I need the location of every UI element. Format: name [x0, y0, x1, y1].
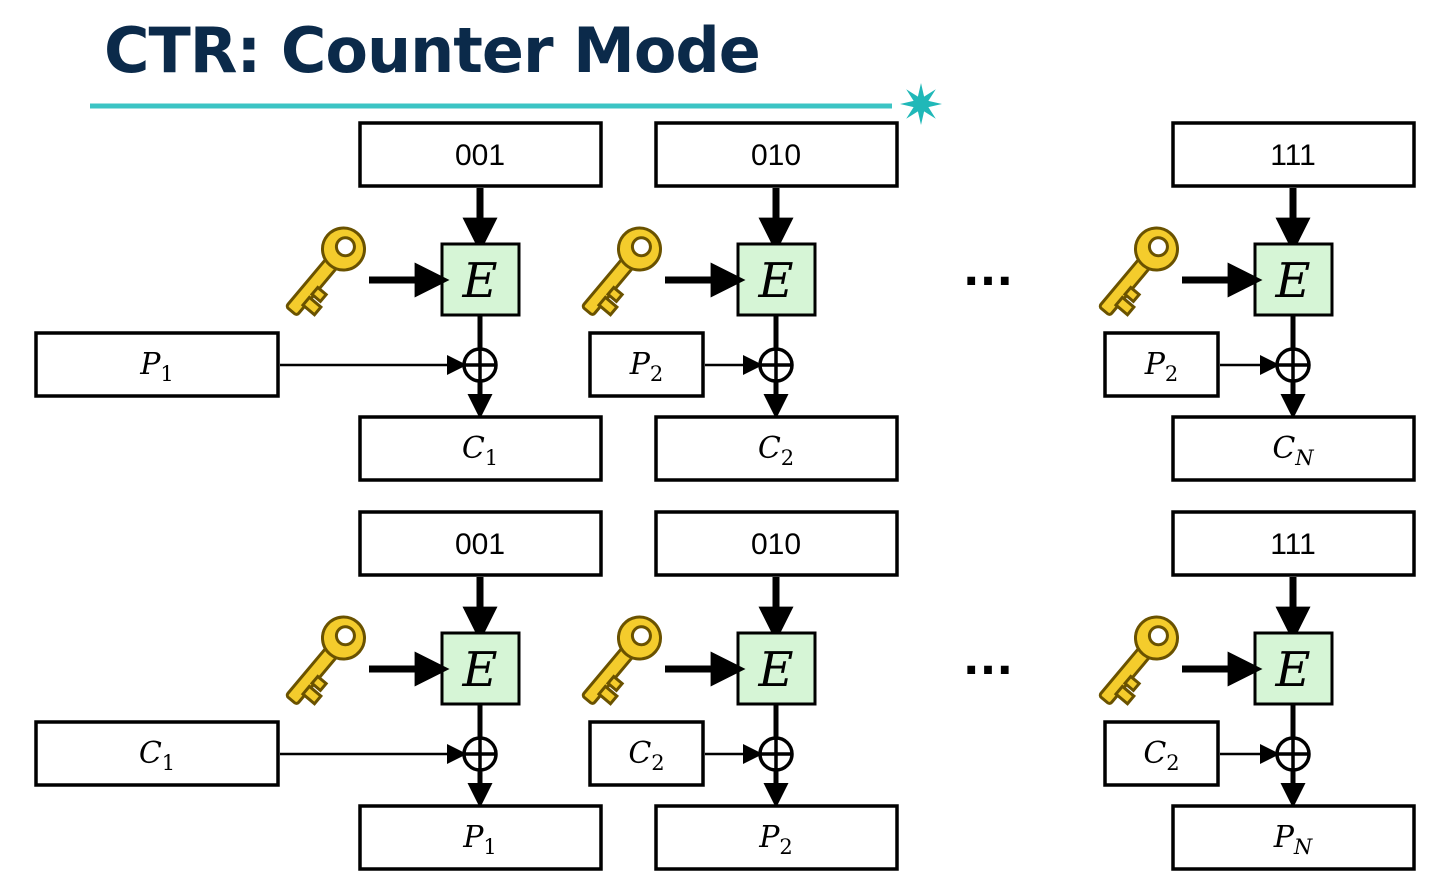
- output-label-symbol: C: [1272, 431, 1295, 466]
- xor-icon: [462, 347, 498, 383]
- input-box: [34, 331, 280, 398]
- input-label: C1: [139, 736, 175, 775]
- output-label: P1: [462, 820, 497, 859]
- input-label: C2: [1143, 736, 1179, 775]
- xor-icon: [758, 347, 794, 383]
- input-label-symbol: P: [139, 347, 161, 382]
- key-icon: [581, 615, 662, 706]
- encrypt-block: [736, 631, 817, 706]
- xor-icon: [1275, 736, 1311, 772]
- input-label-subscript: 2: [1165, 362, 1178, 386]
- output-label-subscript: N: [1293, 835, 1313, 859]
- input-label-symbol: P: [1144, 347, 1166, 382]
- counter-box: [654, 121, 899, 188]
- output-label: P2: [758, 820, 793, 859]
- input-label-symbol: C: [628, 736, 651, 771]
- counter-box: [358, 510, 603, 577]
- output-label-symbol: C: [462, 431, 485, 466]
- input-box: [588, 720, 705, 787]
- output-label-subscript: 2: [779, 835, 792, 859]
- xor-icon: [758, 736, 794, 772]
- key-icon: [1098, 615, 1179, 706]
- counter-box: [358, 121, 603, 188]
- encrypt-label: E: [1274, 253, 1310, 309]
- counter-value: 001: [455, 139, 505, 172]
- output-label-symbol: C: [758, 431, 781, 466]
- output-label-subscript: 1: [483, 835, 496, 859]
- xor-icon: [1275, 347, 1311, 383]
- counter-value: 010: [751, 139, 801, 172]
- output-box: [654, 415, 899, 482]
- input-label-subscript: 1: [162, 751, 175, 775]
- key-icon: [285, 615, 366, 706]
- output-label: C1: [462, 431, 498, 470]
- output-label-subscript: 1: [485, 446, 498, 470]
- input-label-symbol: P: [629, 347, 651, 382]
- output-box: [358, 804, 603, 871]
- encrypt-label: E: [1274, 642, 1310, 698]
- counter-box: [1171, 510, 1416, 577]
- input-box: [1103, 331, 1220, 398]
- encrypt-label: E: [757, 642, 793, 698]
- key-icon: [581, 226, 662, 317]
- counter-box: [1171, 121, 1416, 188]
- output-box: [1171, 415, 1416, 482]
- output-box: [1171, 804, 1416, 871]
- page-title: CTR: Counter Mode: [104, 14, 761, 87]
- input-label: P2: [629, 347, 664, 386]
- xor-icon: [462, 736, 498, 772]
- encrypt-label: E: [757, 253, 793, 309]
- input-label: P1: [139, 347, 174, 386]
- encrypt-block: [1253, 242, 1334, 317]
- output-label: CN: [1272, 431, 1314, 470]
- input-box: [588, 331, 705, 398]
- output-box: [358, 415, 603, 482]
- input-label-symbol: C: [1143, 736, 1166, 771]
- output-label-symbol: P: [758, 820, 780, 855]
- star-icon: [900, 83, 942, 125]
- input-label-symbol: C: [139, 736, 162, 771]
- output-label-symbol: P: [462, 820, 484, 855]
- output-label-subscript: N: [1294, 446, 1314, 470]
- output-label: C2: [758, 431, 794, 470]
- encrypt-block: [1253, 631, 1334, 706]
- counter-value: 111: [1270, 139, 1316, 172]
- encrypt-label: E: [461, 253, 497, 309]
- ellipsis: ···: [963, 256, 1013, 307]
- output-label: PN: [1273, 820, 1313, 859]
- counter-value: 111: [1270, 528, 1316, 561]
- counter-box: [654, 510, 899, 577]
- key-icon: [1098, 226, 1179, 317]
- input-label: C2: [628, 736, 664, 775]
- output-box: [654, 804, 899, 871]
- ellipsis: ···: [963, 645, 1013, 696]
- key-icon: [285, 226, 366, 317]
- input-label-subscript: 1: [160, 362, 173, 386]
- encrypt-label: E: [461, 642, 497, 698]
- input-box: [1103, 720, 1220, 787]
- counter-value: 001: [455, 528, 505, 561]
- input-label-subscript: 2: [1166, 751, 1179, 775]
- input-box: [34, 720, 280, 787]
- output-label-subscript: 2: [781, 446, 794, 470]
- input-label-subscript: 2: [651, 751, 664, 775]
- output-label-symbol: P: [1273, 820, 1295, 855]
- counter-value: 010: [751, 528, 801, 561]
- input-label-subscript: 2: [650, 362, 663, 386]
- input-label: P2: [1144, 347, 1179, 386]
